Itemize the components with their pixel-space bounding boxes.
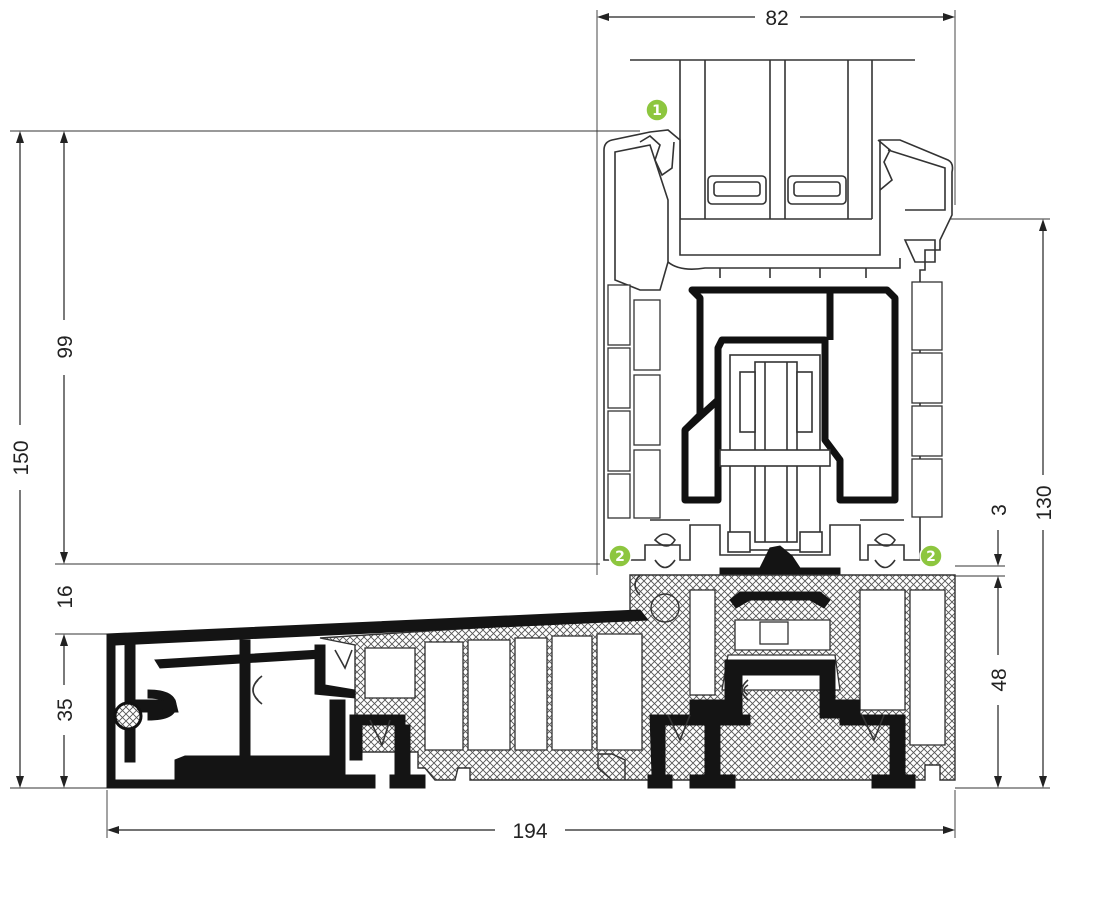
dimension-right-threshold-height: 48 xyxy=(988,576,1011,788)
dimension-left-gap: 16 xyxy=(54,585,110,635)
dimension-bottom-width: 194 xyxy=(106,790,956,843)
dimension-left-total-height: 150 xyxy=(10,130,640,789)
dim-label-right-threshold-height: 48 xyxy=(988,668,1011,691)
seal-badge-2-right-label: 2 xyxy=(926,549,936,565)
hardware-mechanism xyxy=(719,354,841,577)
seal-badge-1: 1 xyxy=(645,98,669,122)
dimension-left-sash-height: 99 xyxy=(54,131,600,565)
dim-label-left-sash-height: 99 xyxy=(54,335,77,358)
threshold-aluminium-parts xyxy=(647,714,916,789)
dim-label-left-gap: 16 xyxy=(54,585,77,608)
threshold-profile xyxy=(319,559,956,781)
seal-badge-1-label: 1 xyxy=(652,103,662,119)
dimension-top-width: 82 xyxy=(596,7,956,575)
dim-label-left-total-height: 150 xyxy=(10,440,33,475)
seal-badge-2-left: 2 xyxy=(608,544,632,568)
aluminium-sill xyxy=(106,609,650,789)
steel-reinforcement xyxy=(681,286,899,504)
dim-label-right-gap: 3 xyxy=(988,504,1011,516)
glazing-unit xyxy=(630,59,915,220)
dim-label-left-sill-height: 35 xyxy=(54,698,77,721)
sash-profile xyxy=(603,129,954,561)
seal-badge-2-left-label: 2 xyxy=(615,549,625,565)
dim-label-right-frame-height: 130 xyxy=(1033,485,1056,520)
dimension-right-gap: 3 xyxy=(955,504,1011,577)
dim-label-bottom-width: 194 xyxy=(512,820,547,843)
seal-badge-2-right: 2 xyxy=(919,544,943,568)
dim-label-top-width: 82 xyxy=(765,7,788,30)
dimension-right-frame-height: 130 xyxy=(900,218,1056,789)
dimension-left-sill-height: 35 xyxy=(54,634,77,788)
